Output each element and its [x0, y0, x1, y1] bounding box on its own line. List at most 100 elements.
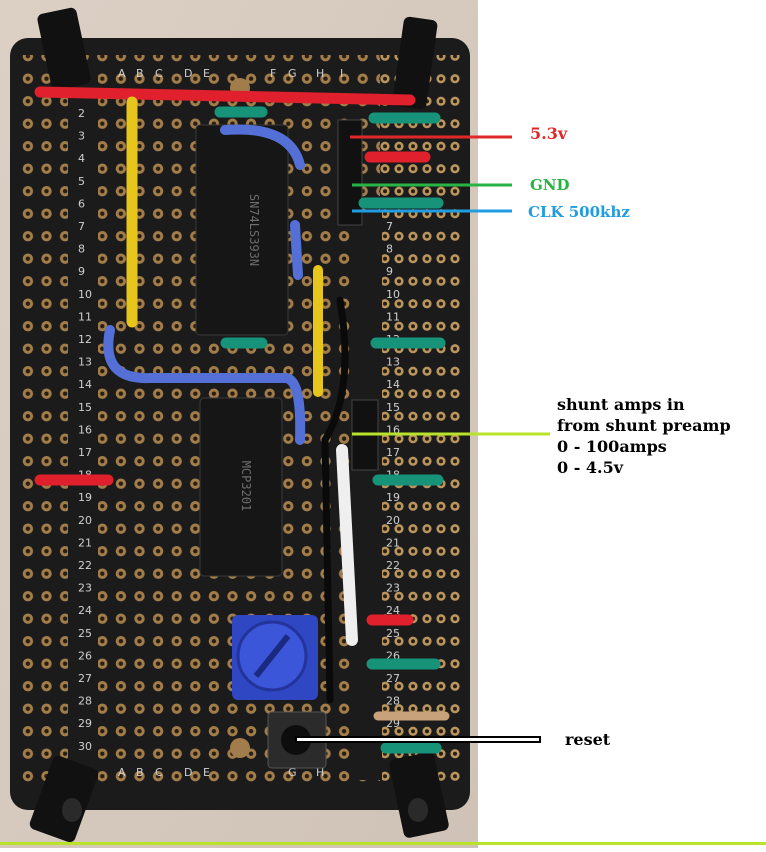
row-number: 21 [386, 536, 400, 549]
row-number: 10 [386, 288, 400, 301]
row-number: 7 [78, 220, 85, 233]
col-letter: I [340, 67, 343, 80]
white-wire [336, 444, 358, 646]
col-letter: H [316, 67, 324, 80]
col-letter: D [184, 67, 192, 80]
row-number: 24 [386, 604, 400, 617]
row-number: 20 [386, 514, 400, 527]
reset-label: reset [565, 730, 611, 749]
standoff [389, 752, 449, 838]
clk-label: CLK 500khz [528, 203, 630, 221]
row-number: 17 [386, 446, 400, 459]
col-letter: E [203, 766, 210, 779]
column-letters-top: A B C D E F G H I [118, 67, 343, 80]
shunt-label-line: 0 - 100amps [557, 437, 667, 456]
row-number: 3 [78, 130, 85, 143]
row-number: 25 [78, 627, 92, 640]
col-letter: H [316, 766, 324, 779]
black-wire [321, 296, 349, 704]
blue-wire-short [290, 220, 303, 280]
row-number: 12 [78, 333, 92, 346]
row-number: 13 [386, 356, 400, 369]
bottom-rule [0, 842, 766, 845]
shunt-label-line: from shunt preamp [557, 416, 731, 435]
row-number: 23 [78, 582, 92, 595]
row-number: 8 [78, 243, 85, 256]
row-number: 6 [78, 197, 85, 210]
col-letter: E [203, 67, 210, 80]
col-letter: C [155, 67, 163, 80]
svg-text:SN74LS393N: SN74LS393N [247, 194, 261, 266]
row-number: 16 [78, 423, 92, 436]
col-letter: B [136, 67, 144, 80]
row-number: 27 [78, 672, 92, 685]
standoffs [29, 7, 449, 843]
annotation-lines [295, 135, 550, 743]
wires [34, 86, 450, 754]
row-number: 14 [386, 378, 400, 391]
ic-top: SN74LS393N [195, 124, 289, 336]
row-number: 10 [78, 288, 92, 301]
vcc-label: 5.3v [530, 124, 568, 143]
row-number: 30 [78, 740, 92, 753]
row-number: 15 [78, 401, 92, 414]
row-number: 11 [386, 310, 400, 323]
svg-text:MCP3201: MCP3201 [239, 461, 253, 512]
row-number: 20 [78, 514, 92, 527]
row-number: 19 [386, 491, 400, 504]
reset-leader [295, 736, 541, 743]
row-number: 14 [78, 378, 92, 391]
col-letter: D [184, 766, 192, 779]
row-number: 27 [386, 672, 400, 685]
row-number: 5 [78, 175, 85, 188]
row-number: 22 [386, 559, 400, 572]
standoff-hole [408, 798, 428, 822]
row-number: 22 [78, 559, 92, 572]
row-number: 24 [78, 604, 92, 617]
potentiometer [232, 615, 318, 700]
shunt-label: shunt amps in from shunt preamp 0 - 100a… [557, 394, 731, 478]
row-number: 4 [78, 152, 85, 165]
row-number: 28 [386, 695, 400, 708]
standoff [29, 755, 99, 843]
row-number: 2 [78, 107, 85, 120]
row-number: 9 [386, 265, 393, 278]
column-letters-bottom: A B C D E G H [118, 766, 324, 779]
mount-pad [230, 738, 250, 758]
row-number: 13 [78, 356, 92, 369]
red-wire-top [34, 86, 416, 106]
blue-wire-bottom [103, 325, 306, 445]
row-number: 19 [78, 491, 92, 504]
row-number: 25 [386, 627, 400, 640]
row-number: 29 [78, 717, 92, 730]
shunt-label-line: shunt amps in [557, 395, 685, 414]
col-letter: B [136, 766, 144, 779]
row-number-strip [68, 60, 98, 780]
row-number-strip-right [350, 210, 382, 780]
col-letter: F [270, 67, 276, 80]
col-letter: G [288, 67, 297, 80]
row-number: 7 [386, 220, 393, 233]
row-number: 11 [78, 310, 92, 323]
row-number: 9 [78, 265, 85, 278]
row-number: 21 [78, 536, 92, 549]
shunt-label-line: 0 - 4.5v [557, 458, 624, 477]
gnd-label: GND [530, 176, 570, 194]
standoff [37, 7, 91, 91]
col-letter: A [118, 766, 126, 779]
col-letter: C [155, 766, 163, 779]
row-number: 26 [78, 649, 92, 662]
col-letter: A [118, 67, 126, 80]
standoff-hole [62, 798, 82, 822]
col-letter: G [288, 766, 297, 779]
row-number: 15 [386, 401, 400, 414]
row-number: 23 [386, 582, 400, 595]
row-number: 8 [386, 243, 393, 256]
ic-bottom: MCP3201 [199, 397, 283, 577]
blue-wire-top [220, 124, 305, 170]
row-number: 17 [78, 446, 92, 459]
standoff [392, 16, 438, 110]
